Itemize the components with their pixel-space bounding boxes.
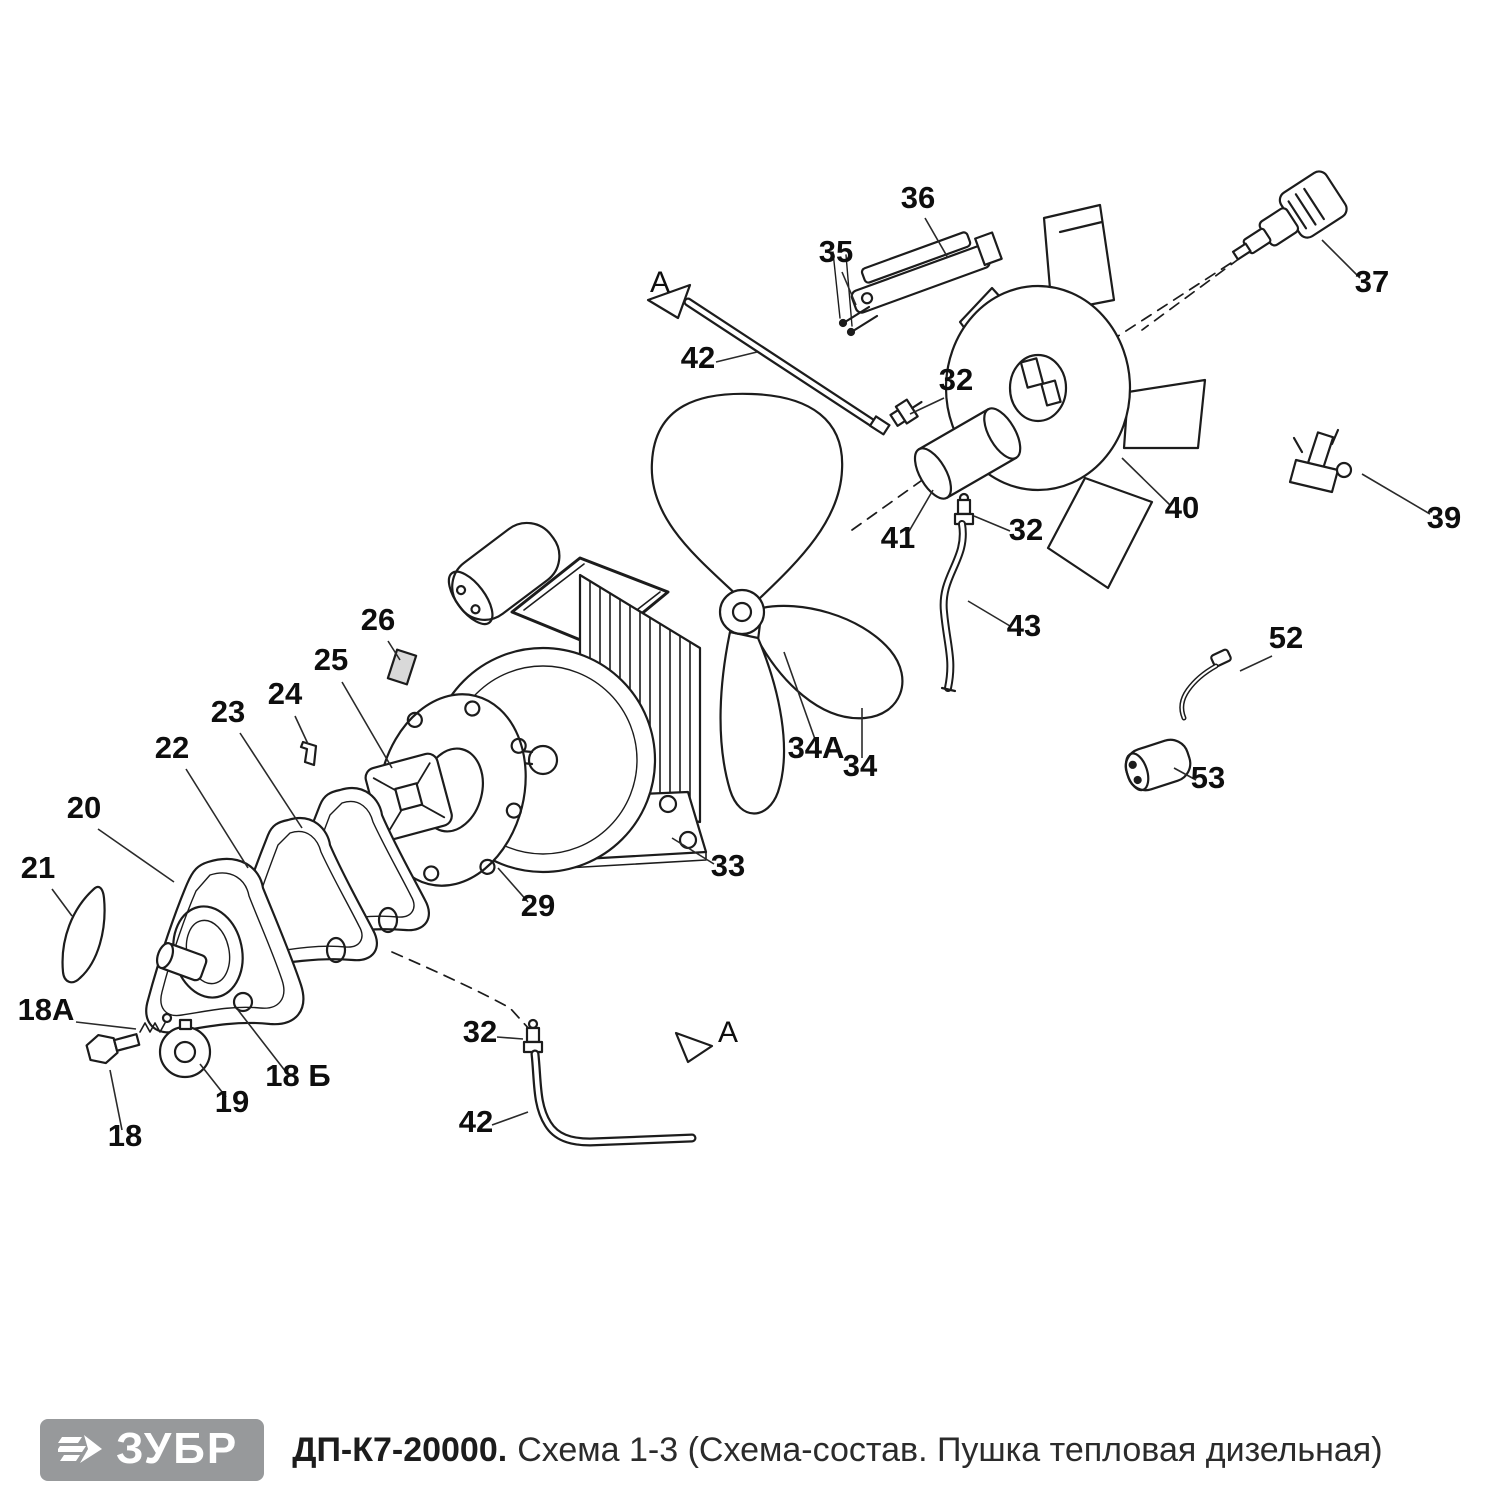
scheme-title: Схема 1-3 (Схема-состав. Пушка тепловая … (517, 1430, 1383, 1469)
part-label-41: 41 (881, 520, 915, 555)
leader-line-19 (199, 1063, 227, 1098)
burner-cylinder (913, 407, 1022, 500)
bolt (85, 1033, 141, 1065)
part-label-32: 32 (463, 1014, 497, 1049)
part-label-36: 36 (901, 180, 935, 215)
part-label-52: 52 (1269, 620, 1303, 655)
leader-line-40 (1121, 457, 1171, 506)
photocell-wire (1179, 648, 1232, 721)
leader-line-25 (341, 681, 393, 769)
part-label-24: 24 (268, 676, 303, 711)
part-label-А: А (718, 1016, 738, 1049)
leader-line-34А (783, 651, 817, 743)
part-label-34А: 34А (788, 730, 845, 765)
fan-impeller (650, 392, 904, 815)
part-label-53: 53 (1191, 760, 1225, 795)
knob (158, 1018, 212, 1079)
leader-line-41 (907, 489, 934, 534)
leader-line-23 (239, 732, 303, 829)
leader-line-32 (496, 1036, 524, 1040)
overheat-sensor (1288, 428, 1353, 494)
spring-washer (139, 1012, 173, 1033)
part-label-21: 21 (21, 850, 55, 885)
clip (299, 740, 318, 767)
leader-line-42 (715, 351, 758, 363)
leader-line-20 (97, 828, 175, 883)
leader-line-36 (924, 217, 949, 259)
leader-line-18А (75, 1021, 137, 1030)
leader-line-33 (671, 837, 715, 865)
part-label-29: 29 (521, 888, 555, 923)
leader-line-32 (909, 397, 945, 415)
leader-line-37 (1321, 239, 1361, 279)
part-label-20: 20 (67, 790, 101, 825)
part-label-А: А (650, 266, 670, 299)
part-label-18 Б: 18 Б (265, 1058, 330, 1093)
key-plate (386, 648, 418, 686)
zubr-logo-text: ЗУБР (116, 1424, 239, 1473)
model-number: ДП-К7-20000. (292, 1430, 508, 1469)
part-label-18А: 18А (18, 992, 75, 1027)
leader-line-18 (109, 1069, 123, 1131)
zubr-logo: ЗУБР (40, 1419, 265, 1481)
leader-line-43 (967, 600, 1011, 627)
leader-line-42 (491, 1111, 529, 1126)
part-label-26: 26 (361, 602, 395, 637)
part-label-37: 37 (1355, 264, 1389, 299)
leader-line-39 (1361, 473, 1431, 515)
igniter-assembly (832, 231, 1003, 337)
part-label-42: 42 (459, 1104, 493, 1139)
part-label-39: 39 (1427, 500, 1461, 535)
fitting-lower (522, 1018, 544, 1054)
leader-line-53 (1173, 767, 1197, 781)
leader-line-21 (51, 888, 73, 917)
diagram-caption: ДП-К7-20000.Схема 1-3 (Схема-состав. Пуш… (292, 1431, 1382, 1470)
nozzle-assembly (1231, 170, 1348, 261)
leader-line-24 (294, 715, 309, 745)
footer: ЗУБР ДП-К7-20000.Схема 1-3 (Схема-состав… (0, 1408, 1500, 1500)
part-label-25: 25 (314, 642, 348, 677)
zubr-logo-icon (58, 1429, 104, 1469)
part-label-19: 19 (215, 1084, 249, 1119)
part-label-33: 33 (711, 848, 745, 883)
leader-line-35 (841, 271, 857, 306)
part-label-43: 43 (1007, 608, 1041, 643)
part-label-32: 32 (1009, 512, 1043, 547)
fitting-middle (953, 492, 975, 526)
leader-line-29 (497, 867, 529, 903)
leader-line-32 (973, 515, 1011, 532)
deflector-wedge (61, 885, 106, 984)
fuel-line (939, 520, 967, 693)
photocell-body (1124, 738, 1192, 792)
part-label-34: 34 (843, 748, 878, 783)
housing-plate (145, 857, 305, 1034)
part-label-42: 42 (681, 340, 715, 375)
leader-line-26 (387, 640, 401, 661)
fuel-pipe-bottom (530, 1031, 714, 1147)
leader-line-52 (1239, 655, 1273, 672)
part-label-18: 18 (108, 1118, 142, 1153)
part-label-23: 23 (211, 694, 245, 729)
fuel-tube-top (646, 283, 891, 436)
part-label-22: 22 (155, 730, 189, 765)
fitting-upper (889, 398, 923, 427)
leader-line-22 (185, 768, 249, 869)
part-label-40: 40 (1165, 490, 1199, 525)
part-label-35: 35 (819, 234, 853, 269)
part-label-32: 32 (939, 362, 973, 397)
leader-line-18 Б (237, 1009, 287, 1073)
